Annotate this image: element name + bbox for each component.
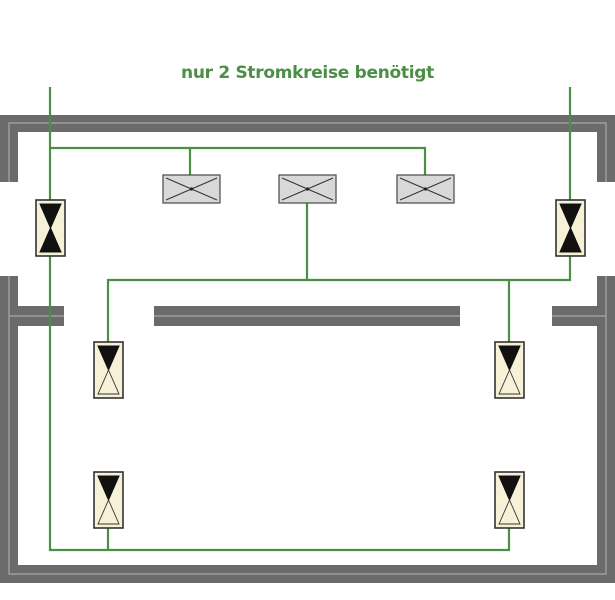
hourglass-icon	[97, 345, 120, 372]
hourglass-icon	[39, 203, 62, 253]
wire-circuit-1-ceiling-bus	[50, 146, 427, 175]
motion-sensor-upper-left	[35, 199, 66, 257]
motion-sensor-mid-right	[494, 341, 525, 399]
wall-highlight-upper	[8, 122, 607, 182]
motion-sensor-bottom-right	[494, 471, 525, 529]
hourglass-icon	[97, 475, 120, 502]
wiring	[48, 87, 572, 552]
diagram-title: nur 2 Stromkreise benötigt	[181, 63, 434, 83]
ceiling-light	[162, 174, 221, 204]
wire-circuit-1	[48, 87, 511, 552]
wire-circuit-2	[106, 87, 572, 342]
motion-sensor-mid-left	[93, 341, 124, 399]
hourglass-icon	[498, 345, 521, 372]
motion-sensor-upper-right	[555, 199, 586, 257]
wall-highlight-lower	[8, 276, 607, 575]
ceiling-lights	[162, 174, 455, 204]
motion-sensor-bottom-left	[93, 471, 124, 529]
walls	[0, 115, 615, 583]
ceiling-light	[396, 174, 455, 204]
motion-sensors	[35, 199, 586, 529]
hourglass-icon	[498, 475, 521, 502]
ceiling-light	[278, 174, 337, 204]
wall-upper-room-top	[0, 115, 615, 182]
hourglass-icon	[559, 203, 582, 253]
